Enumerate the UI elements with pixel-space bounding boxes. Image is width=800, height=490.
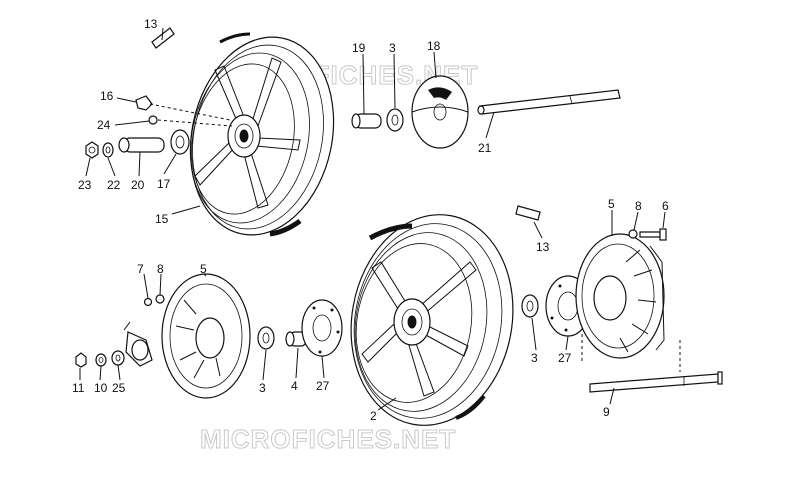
- label-15: 15: [155, 212, 169, 226]
- label-8-left: 8: [157, 262, 164, 276]
- leader-lines: [79, 27, 666, 411]
- label-24: 24: [97, 118, 111, 132]
- label-27-right: 27: [558, 351, 572, 365]
- label-13-top: 13: [144, 17, 158, 31]
- brake-disc-5-left: [161, 273, 251, 399]
- label-2: 2: [370, 409, 377, 423]
- label-11: 11: [72, 381, 85, 395]
- label-16: 16: [100, 89, 114, 103]
- spacer-20: [123, 137, 165, 153]
- label-19: 19: [352, 41, 366, 55]
- label-3-top: 3: [389, 41, 396, 55]
- clip-13-right: [515, 205, 541, 221]
- label-9: 9: [603, 405, 610, 419]
- label-6: 6: [662, 199, 669, 213]
- label-13-right: 13: [536, 240, 550, 254]
- label-5-right: 5: [608, 197, 615, 211]
- label-4: 4: [291, 379, 298, 393]
- label-3-right: 3: [531, 351, 538, 365]
- washer-25: [111, 350, 125, 366]
- part-number-labels: 13 19 3 18 16 24 21 23 22 20 17 15 5 8 6…: [72, 17, 669, 423]
- front-wheel: [189, 32, 335, 237]
- label-23: 23: [78, 178, 92, 192]
- hub-cover-18: [411, 75, 469, 149]
- washer-8-right: [628, 229, 638, 239]
- bearing-3-top: [386, 108, 404, 132]
- label-17: 17: [157, 177, 171, 191]
- label-22: 22: [107, 178, 121, 192]
- label-5-left: 5: [200, 262, 207, 276]
- label-21: 21: [478, 141, 492, 155]
- watermark-bottom: MICROFICHES.NET: [200, 424, 456, 454]
- disc-flange-27-left: [301, 299, 343, 357]
- label-27-left: 27: [316, 379, 330, 393]
- bearing-17: [170, 129, 190, 155]
- rear-axle-9: [589, 371, 723, 393]
- label-3-left: 3: [259, 381, 266, 395]
- rear-wheel: [350, 214, 514, 426]
- clip-13-top: [151, 27, 175, 49]
- label-18: 18: [427, 39, 441, 53]
- bearing-3-right: [521, 294, 539, 318]
- speedo-drive: [123, 321, 153, 367]
- label-20: 20: [131, 178, 145, 192]
- front-axle-21: [477, 89, 621, 115]
- label-10: 10: [94, 381, 108, 395]
- washer-22: [102, 142, 114, 158]
- sensor-16: [135, 95, 153, 111]
- label-25: 25: [112, 381, 126, 395]
- brake-disc-5-right: [575, 233, 665, 359]
- washer-8-left: [155, 294, 165, 304]
- label-8-right: 8: [635, 199, 642, 213]
- washer-10: [95, 353, 107, 367]
- nut-23: [85, 141, 99, 159]
- nut-11: [75, 352, 87, 368]
- label-7: 7: [137, 262, 144, 276]
- screw-24: [148, 115, 158, 125]
- bolt-7: [143, 297, 153, 307]
- bolt-6: [639, 231, 661, 238]
- bearing-3-left: [257, 326, 275, 350]
